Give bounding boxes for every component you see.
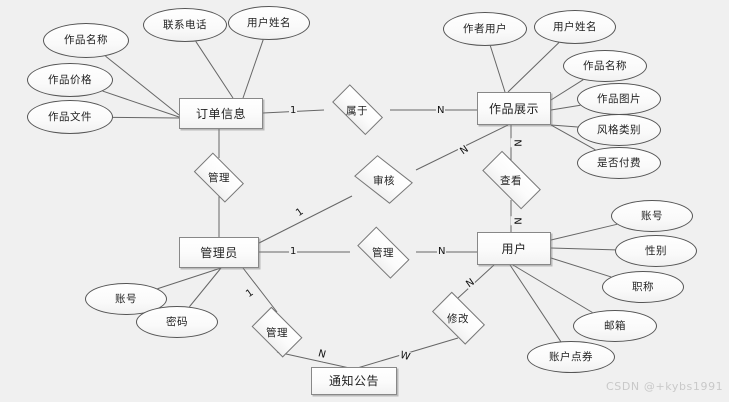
relationship-label: 修改 <box>447 312 469 325</box>
relationship-modify[interactable]: 修改 <box>425 291 491 345</box>
attr-edge-user-gender <box>550 247 616 251</box>
attribute-username-right[interactable]: 用户姓名 <box>534 10 616 44</box>
attribute-label: 账号 <box>641 209 663 222</box>
attribute-label: 作品名称 <box>64 34 108 47</box>
attribute-work-name-right[interactable]: 作品名称 <box>563 50 647 82</box>
attribute-label: 用户姓名 <box>553 20 597 33</box>
attr-edge-admin-account <box>157 267 222 290</box>
edge-manage3-notice <box>276 351 355 370</box>
attr-edge-work-name-left <box>105 55 180 116</box>
attr-edge-style-type <box>550 124 578 128</box>
attribute-user-title[interactable]: 职称 <box>602 271 684 303</box>
attribute-user-gender[interactable]: 性别 <box>615 235 697 267</box>
attribute-style-type[interactable]: 风格类别 <box>577 114 661 146</box>
attr-edge-admin-password <box>189 267 222 308</box>
cardinality-card-manage2-user: N <box>437 246 447 258</box>
relationship-manage1[interactable]: 管理 <box>188 152 250 202</box>
attribute-work-name-left[interactable]: 作品名称 <box>43 23 129 58</box>
attribute-user-email[interactable]: 邮箱 <box>573 310 657 342</box>
attribute-label: 密码 <box>166 315 188 328</box>
attr-edge-phone <box>195 41 234 99</box>
attribute-label: 作者用户 <box>463 22 507 35</box>
attr-edge-user-points <box>509 264 562 342</box>
attribute-label: 账户点券 <box>549 350 593 363</box>
relationship-view[interactable]: 查看 <box>472 150 550 210</box>
attr-edge-is-paid <box>550 124 596 151</box>
attribute-label: 性别 <box>645 244 667 257</box>
cardinality-card-belong-work: N <box>436 105 446 117</box>
cardinality-card-order-belong: 1 <box>289 105 298 117</box>
relationship-label: 查看 <box>500 174 522 187</box>
attr-edge-username-right <box>507 42 560 93</box>
attribute-label: 作品文件 <box>48 110 92 123</box>
attribute-is-paid[interactable]: 是否付费 <box>577 147 661 179</box>
attribute-label: 作品图片 <box>597 92 641 105</box>
attr-edge-user-email <box>512 264 593 313</box>
attribute-label: 作品名称 <box>583 59 627 72</box>
relationship-label: 审核 <box>373 174 395 187</box>
watermark: CSDN @+kybs1991 <box>606 380 724 393</box>
attribute-work-price[interactable]: 作品价格 <box>27 63 113 97</box>
attribute-username-left[interactable]: 用户姓名 <box>228 6 310 40</box>
attribute-admin-password[interactable]: 密码 <box>136 306 218 338</box>
entity-label: 作品展示 <box>488 101 539 116</box>
attribute-work-image[interactable]: 作品图片 <box>577 83 661 115</box>
relationship-label: 管理 <box>266 326 288 339</box>
attribute-work-file[interactable]: 作品文件 <box>27 100 113 134</box>
attr-edge-work-file <box>112 116 180 119</box>
attribute-label: 联系电话 <box>163 18 207 31</box>
relationship-manage2[interactable]: 管理 <box>350 226 416 278</box>
edge-user-modify <box>457 264 495 299</box>
entity-label: 用户 <box>501 241 527 256</box>
entity-label: 订单信息 <box>195 106 246 121</box>
entity-notice[interactable]: 通知公告 <box>311 367 397 395</box>
relationship-label: 管理 <box>208 171 230 184</box>
relationship-label: 属于 <box>346 104 368 117</box>
attribute-user-account[interactable]: 账号 <box>611 200 693 232</box>
entity-work[interactable]: 作品展示 <box>477 92 551 125</box>
attribute-label: 职称 <box>632 280 654 293</box>
edge-admin-manage3 <box>242 267 278 313</box>
attr-edge-user-account <box>550 223 618 241</box>
entity-label: 通知公告 <box>328 374 379 388</box>
entity-user[interactable]: 用户 <box>477 232 551 265</box>
attribute-phone[interactable]: 联系电话 <box>143 8 227 42</box>
entity-admin[interactable]: 管理员 <box>179 237 259 268</box>
edge-admin-audit <box>258 195 353 244</box>
attribute-label: 作品价格 <box>48 73 92 86</box>
attr-edge-author-user <box>489 45 506 93</box>
attribute-label: 用户姓名 <box>247 16 291 29</box>
attr-edge-work-price <box>102 90 180 118</box>
entity-order[interactable]: 订单信息 <box>179 98 263 129</box>
relationship-label: 管理 <box>372 246 394 259</box>
relationship-belong[interactable]: 属于 <box>324 84 390 136</box>
entity-label: 管理员 <box>200 245 238 260</box>
attr-edge-user-title <box>550 257 612 278</box>
attribute-label: 风格类别 <box>597 123 641 136</box>
attribute-author-user[interactable]: 作者用户 <box>443 12 527 46</box>
attribute-user-points[interactable]: 账户点券 <box>527 341 615 373</box>
attr-edge-work-image <box>550 104 581 111</box>
cardinality-card-work-view: N <box>510 138 523 148</box>
cardinality-card-admin-manage2: 1 <box>289 246 298 258</box>
attribute-label: 是否付费 <box>597 156 641 169</box>
attribute-label: 邮箱 <box>604 319 626 332</box>
cardinality-card-view-user: N <box>510 216 523 226</box>
attr-edge-username-left <box>242 39 264 99</box>
relationship-manage3[interactable]: 管理 <box>246 306 308 358</box>
attribute-label: 账号 <box>115 292 137 305</box>
relationship-audit[interactable]: 审核 <box>352 155 416 205</box>
attr-edge-work-name-right <box>550 79 584 101</box>
